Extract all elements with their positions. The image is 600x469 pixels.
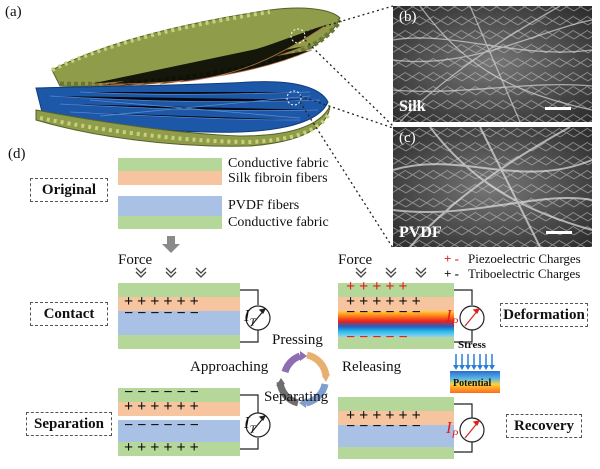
deformation-tribo-negative: − − − − − −: [346, 304, 421, 321]
deformation-piezo-negative: − − − − −: [346, 329, 408, 346]
state-deformation-text: Deformation: [503, 306, 585, 323]
state-original-text: Original: [41, 181, 97, 198]
legend-conductive-fabric-bottom: Conductive fabric: [228, 215, 329, 230]
current-it-separation: IT: [244, 413, 256, 435]
current-it-subscript: T: [249, 316, 256, 329]
separation-top-negative: − − − − − −: [124, 384, 199, 401]
stress-label: Stress: [458, 339, 486, 351]
panel-label-a: (a): [5, 4, 22, 20]
cycle-approaching-label: Approaching: [190, 359, 269, 375]
recovery-layer-stack: [338, 397, 454, 459]
current-it-symbol-2: I: [244, 413, 250, 432]
state-recovery-text: Recovery: [514, 417, 574, 434]
current-it-contact: IT: [244, 306, 256, 328]
tribo-legend-label: Triboelectric Charges: [468, 266, 581, 281]
piezo-legend-symbol: + -: [444, 251, 459, 266]
current-ip-symbol-2: I: [446, 418, 452, 437]
current-it-symbol: I: [244, 306, 250, 325]
piezo-legend-label: Piezoelectric Charges: [468, 251, 581, 266]
sem-pvdf-label: PVDF: [399, 224, 442, 241]
state-recovery-label: Recovery: [506, 414, 582, 438]
sem-silk-label: Silk: [399, 98, 426, 115]
panel-label-d: (d): [8, 146, 26, 162]
stress-arrows-icon: [455, 354, 493, 366]
potential-label: Potential: [453, 378, 492, 389]
cycle-releasing-label: Releasing: [342, 359, 402, 375]
deformation-tribo-positive: + + + + + +: [346, 293, 421, 310]
deformation-circuit: [454, 289, 485, 343]
sem-image-pvdf: [392, 126, 593, 248]
separation-positive-charges: + + + + + +: [124, 398, 199, 415]
recovery-circuit: [454, 403, 485, 453]
state-deformation-label: Deformation: [500, 303, 588, 327]
state-separation-text: Separation: [33, 415, 104, 432]
stress-arrowheads: [453, 365, 495, 370]
state-contact-label: Contact: [30, 302, 108, 326]
state-original-label: Original: [30, 178, 108, 202]
contact-negative-charges: − − − − − −: [124, 305, 199, 322]
cycle-separating-label: Separating: [264, 389, 329, 405]
zoom-connector-lines: [299, 5, 394, 249]
current-ip-subscript-2: P: [451, 428, 459, 441]
legend-conductive-fabric-top: Conductive fabric: [228, 156, 329, 171]
potential-gradient-bar: [450, 371, 500, 393]
down-arrow-icon: [162, 236, 180, 253]
tribo-legend-symbol: + -: [444, 266, 459, 281]
current-it-subscript-2: T: [249, 423, 256, 436]
cycle-icon: [276, 351, 330, 408]
state-contact-text: Contact: [43, 305, 95, 322]
force-label-deformation: Force: [338, 252, 373, 268]
force-label-contact: Force: [118, 252, 153, 268]
cycle-pressing-label: Pressing: [272, 332, 323, 348]
panel-label-c: (c): [399, 130, 416, 146]
contact-circuit: [240, 289, 271, 343]
separation-layer-stack: [118, 388, 240, 456]
state-separation-label: Separation: [26, 412, 112, 436]
panel-label-b: (b): [399, 9, 417, 25]
tribo-legend-text: Triboelectric Charges: [468, 266, 580, 282]
legend-pvdf-fibers: PVDF fibers: [228, 198, 300, 213]
current-ip-subscript: P: [451, 316, 459, 329]
contact-layer-stack: [118, 283, 240, 349]
force-chevrons-deformation: [355, 267, 427, 278]
deformation-layer-stack: [338, 283, 454, 349]
current-ip-deformation: IP: [446, 306, 458, 328]
current-ip-symbol: I: [446, 306, 452, 325]
recovery-negative-charges: − − − − − −: [346, 418, 421, 435]
device-3d-illustration: [35, 7, 343, 147]
separation-circuit: [240, 394, 271, 450]
current-ip-recovery: IP: [446, 418, 458, 440]
contact-positive-charges: + + + + + +: [124, 293, 199, 310]
separation-negative-charges: − − − − − −: [124, 417, 199, 434]
deformation-piezo-positive: + + + + +: [346, 278, 408, 295]
original-layer-stack: [118, 158, 222, 229]
separation-bottom-positive: + + + + + +: [124, 439, 199, 456]
force-chevrons-contact: [135, 267, 207, 278]
legend-silk-fibroin-fibers: Silk fibroin fibers: [228, 171, 328, 186]
sem-image-silk: [392, 5, 593, 123]
recovery-positive-charges: + + + + + +: [346, 407, 421, 424]
piezo-legend-text: Piezoelectric Charges: [468, 251, 581, 267]
